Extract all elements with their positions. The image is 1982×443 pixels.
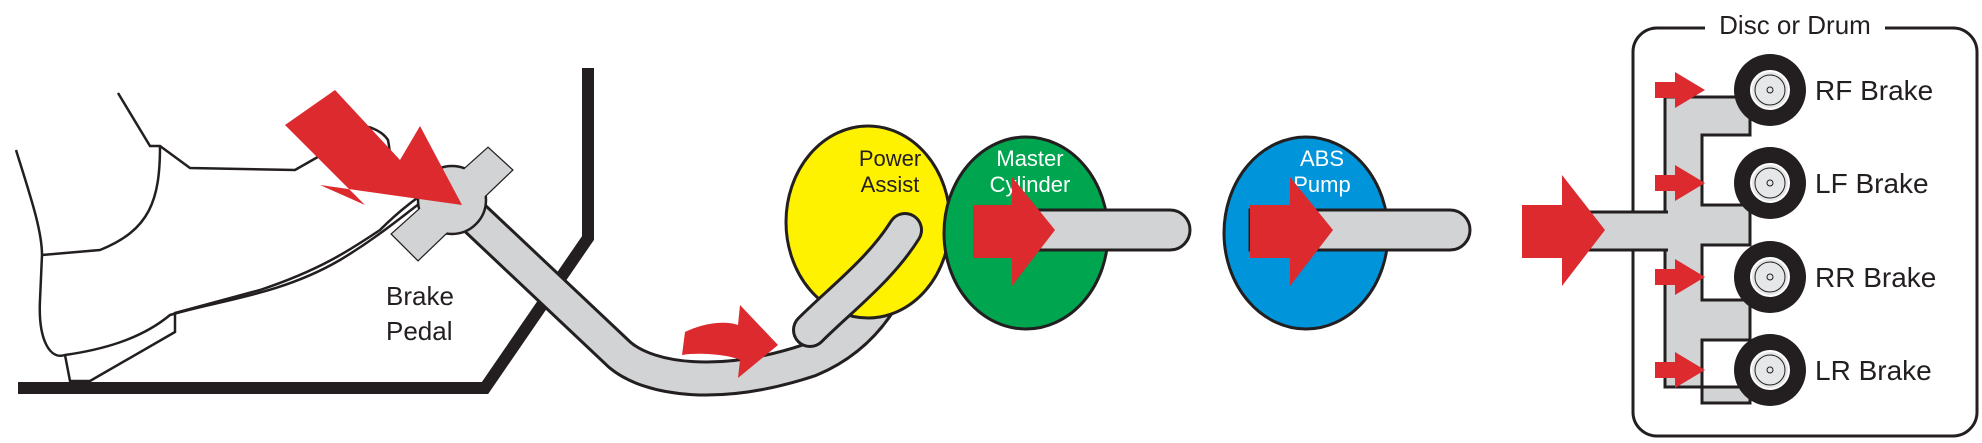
curved-flow-arrow-icon <box>682 305 778 378</box>
brake-item[interactable]: RR Brake <box>1655 241 1936 313</box>
brake-feed-arrow-icon <box>1655 165 1705 201</box>
brake-label: LF Brake <box>1815 168 1929 199</box>
master-cylinder-label-2: Cylinder <box>990 172 1071 197</box>
brake-list: RF Brake LF Brake RR Brake LR Brake <box>1655 54 1936 406</box>
brake-label: LR Brake <box>1815 355 1932 386</box>
brake-label: RR Brake <box>1815 262 1936 293</box>
flow-arrow-2-icon <box>1250 177 1333 286</box>
brake-feed-arrow-icon <box>1655 72 1705 108</box>
brake-pedal-label-2: Pedal <box>386 316 453 346</box>
power-assist-label-1: Power <box>859 146 921 171</box>
brake-label: RF Brake <box>1815 75 1933 106</box>
brake-pedal-icon[interactable] <box>390 146 514 262</box>
abs-pump-label-1: ABS <box>1300 146 1344 171</box>
master-cylinder-label-1: Master <box>996 146 1063 171</box>
press-arrow-icon <box>285 90 462 205</box>
power-assist-label-2: Assist <box>861 172 920 197</box>
flow-arrow-1-icon <box>973 177 1055 286</box>
brake-feed-arrow-icon <box>1655 259 1705 295</box>
brakes-group-title: Disc or Drum <box>1719 10 1871 40</box>
brake-pedal-label-1: Brake <box>386 281 454 311</box>
brake-item[interactable]: LF Brake <box>1655 147 1929 219</box>
flow-arrow-3-icon <box>1522 175 1605 286</box>
floor-firewall-outline <box>18 68 594 394</box>
brake-item[interactable]: RF Brake <box>1655 54 1933 126</box>
brake-feed-arrow-icon <box>1655 352 1705 388</box>
brake-item[interactable]: LR Brake <box>1655 334 1932 406</box>
